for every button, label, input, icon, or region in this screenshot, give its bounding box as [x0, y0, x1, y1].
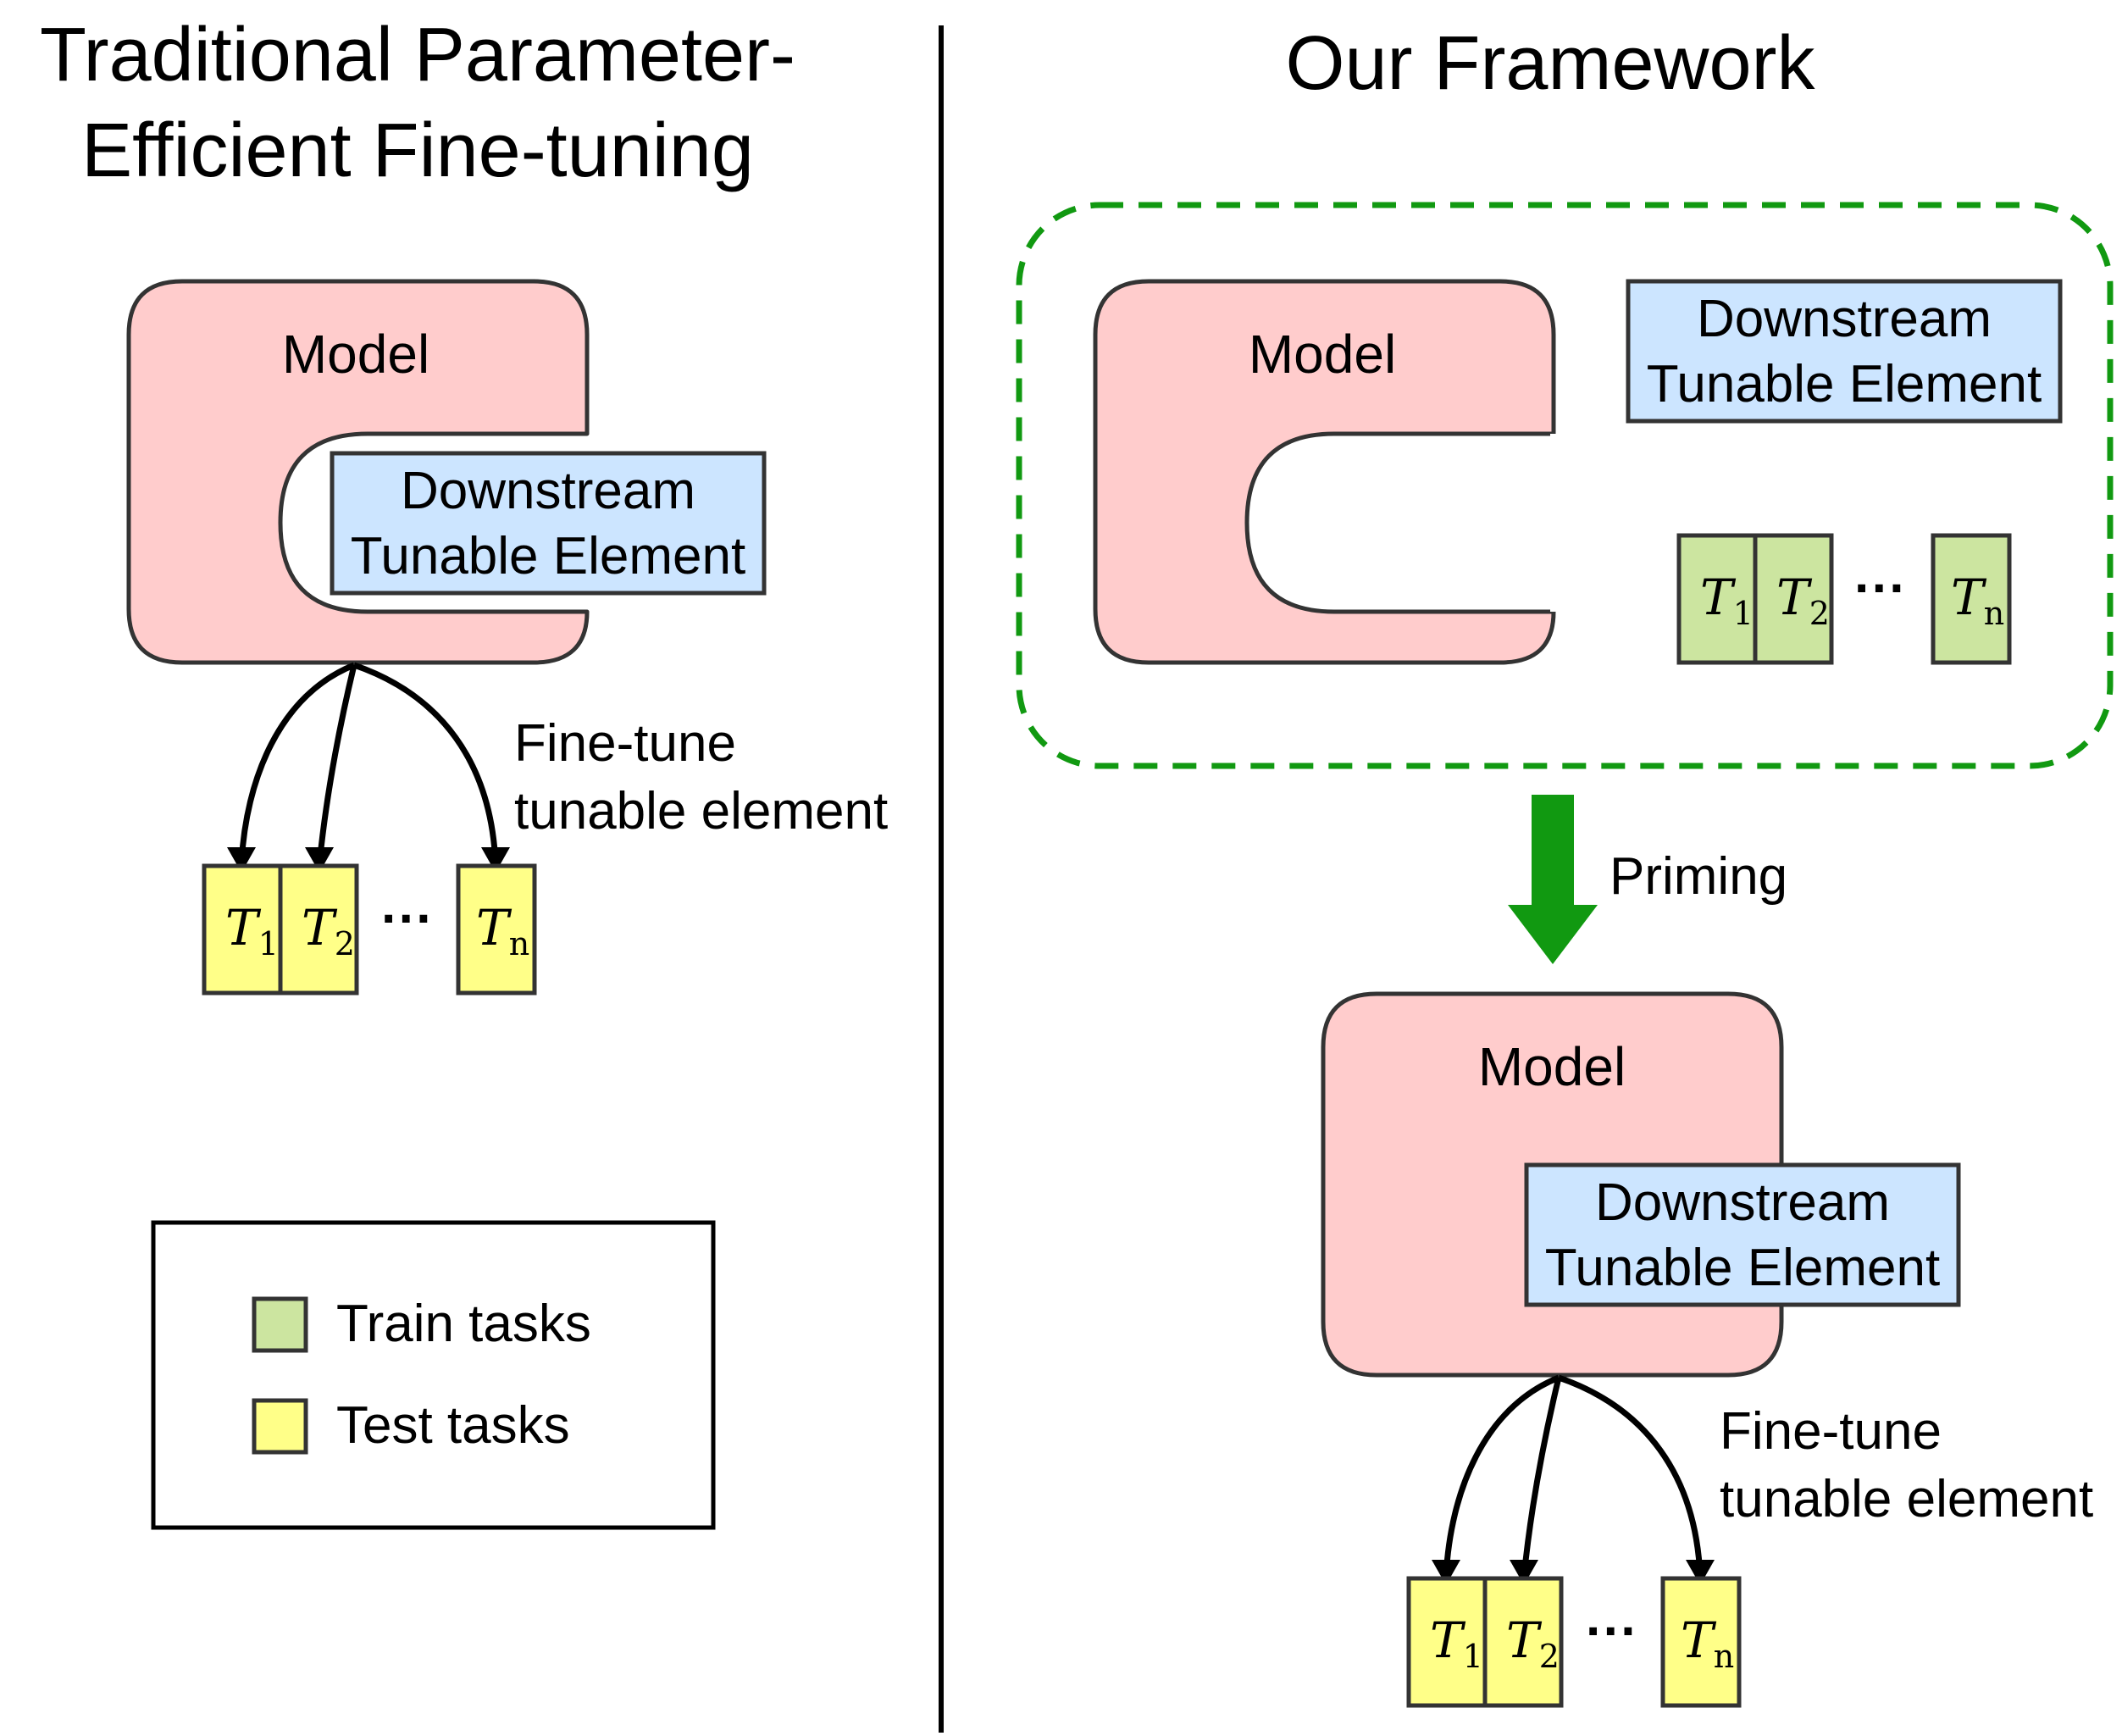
right-bottom-element-line1: Downstream	[1595, 1173, 1890, 1232]
legend-train-swatch	[252, 1296, 308, 1353]
priming-label: Priming	[1610, 847, 1787, 906]
left-tunable-element	[330, 451, 767, 596]
right-top-model-label: Model	[1249, 324, 1396, 385]
left-task-t1-label: T1	[225, 899, 279, 962]
left-title-line2: Efficient Fine-tuning	[81, 108, 754, 193]
legend-test-swatch	[252, 1398, 308, 1455]
right-bottom-model-label: Model	[1478, 1036, 1626, 1097]
left-element-line2: Tunable Element	[351, 527, 745, 585]
left-model-label: Model	[282, 324, 429, 385]
left-finetune-line2: tunable element	[514, 782, 888, 840]
right-train-t1-box	[1676, 533, 1758, 665]
priming-arrow-head	[1508, 905, 1598, 964]
right-arrowhead-t2	[1510, 1560, 1538, 1585]
right-finetune-line2: tunable element	[1720, 1470, 2093, 1528]
right-test-t2-label: T2	[1506, 1611, 1560, 1675]
left-arrowhead-t2	[305, 847, 334, 873]
left-panel: Traditional Parameter- Efficient Fine-tu…	[40, 13, 888, 1530]
legend-train-label: Train tasks	[336, 1295, 591, 1353]
right-train-ellipsis: ···	[1854, 559, 1907, 618]
right-train-tn-box	[1931, 533, 2012, 665]
right-finetune-line1: Fine-tune	[1720, 1402, 1942, 1461]
left-task-tn-label: Tn	[476, 899, 529, 962]
legend-box	[151, 1220, 716, 1530]
left-task-t2-box	[278, 863, 359, 996]
right-top-element-line1: Downstream	[1697, 290, 1992, 348]
right-top-tunable-element	[1626, 279, 2063, 424]
left-task-tn-box	[456, 863, 537, 996]
right-test-t1-box	[1406, 1576, 1488, 1708]
right-arrowhead-t1	[1432, 1560, 1460, 1585]
right-train-t1-label: T1	[1700, 568, 1754, 632]
right-train-t2-label: T2	[1776, 568, 1830, 632]
right-test-tn-box	[1660, 1576, 1742, 1708]
left-element-line1: Downstream	[401, 462, 695, 520]
right-arrowhead-tn	[1686, 1560, 1715, 1585]
right-arrow-tn	[1557, 1374, 1704, 1578]
left-title-line1: Traditional Parameter-	[40, 13, 795, 97]
left-finetune-line1: Fine-tune	[514, 714, 736, 773]
right-top-element-line2: Tunable Element	[1647, 355, 2042, 413]
right-arrow-t2	[1521, 1377, 1562, 1578]
legend-test-label: Test tasks	[336, 1396, 570, 1455]
right-train-tn-label: Tn	[1951, 568, 2004, 632]
right-arrow-t1	[1443, 1374, 1560, 1578]
right-test-tn-label: Tn	[1681, 1611, 1734, 1675]
left-arrow-t1	[237, 662, 356, 868]
right-bottom-tunable-element	[1524, 1162, 1961, 1307]
left-task-t2-label: T2	[302, 899, 355, 962]
priming-arrow-shaft	[1532, 795, 1574, 909]
right-bottom-element-line2: Tunable Element	[1545, 1239, 1940, 1297]
left-model-block	[126, 279, 590, 665]
left-arrow-t2	[315, 664, 357, 868]
right-panel: Our Framework Model Downstream Tunable E…	[1016, 21, 2114, 1708]
left-task-ellipsis: ···	[381, 890, 434, 948]
priming-container	[1016, 202, 2114, 769]
right-title: Our Framework	[1285, 21, 1815, 106]
left-arrowhead-tn	[481, 847, 510, 873]
right-test-ellipsis: ···	[1586, 1602, 1638, 1661]
right-train-t2-box	[1753, 533, 1834, 665]
right-test-t2-box	[1482, 1576, 1564, 1708]
right-test-t1-label: T1	[1430, 1611, 1483, 1675]
left-arrow-tn	[352, 662, 500, 868]
left-arrowhead-t1	[227, 847, 256, 873]
